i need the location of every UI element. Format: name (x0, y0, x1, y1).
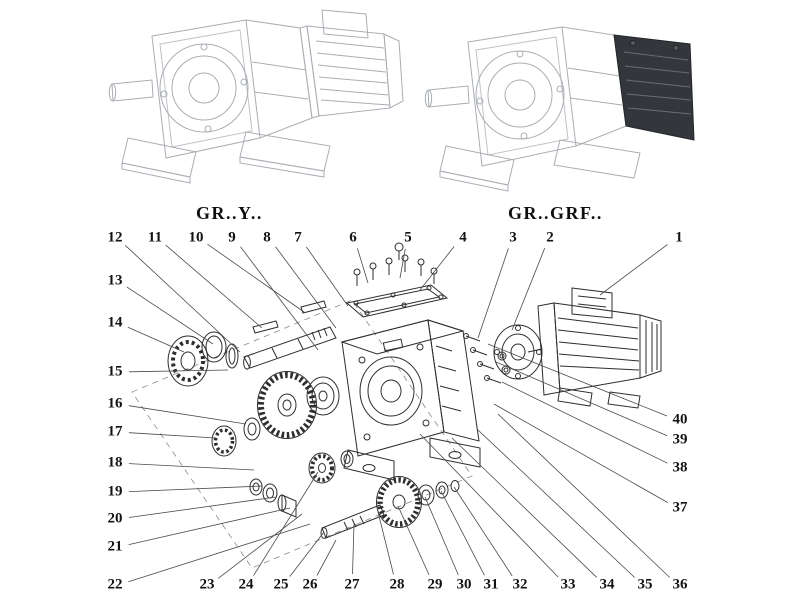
callout-26: 26 (302, 576, 318, 593)
callout-23: 23 (199, 576, 215, 593)
leader-line-11 (165, 244, 263, 329)
variant-label-gr-grf: GR..GRF.. (508, 203, 603, 223)
callout-18: 18 (107, 454, 123, 471)
leader-line-9 (240, 246, 319, 351)
leader-line-25 (289, 531, 325, 577)
leader-line-39 (495, 361, 668, 437)
callout-29: 29 (427, 576, 443, 593)
input-shaft (243, 326, 337, 370)
leader-line-12 (125, 245, 241, 353)
callout-33: 33 (560, 576, 576, 593)
leader-line-38 (501, 381, 668, 464)
callout-31: 31 (483, 576, 499, 593)
shaft-keys (252, 300, 327, 334)
callout-40: 40 (672, 411, 688, 428)
leader-line-22 (128, 523, 311, 583)
callout-36: 36 (672, 576, 688, 593)
callout-21: 21 (107, 538, 123, 555)
leader-line-33 (419, 433, 559, 578)
output-shaft-cluster (249, 450, 460, 539)
leader-line-19 (128, 485, 263, 492)
callout-4: 4 (459, 229, 467, 246)
leader-lines-layer (125, 243, 671, 583)
leader-line-7 (305, 246, 349, 307)
assembled-view-gr-y (108, 9, 404, 184)
leader-line-4 (419, 246, 455, 291)
leader-line-26 (316, 539, 337, 576)
callout-15: 15 (107, 363, 123, 380)
callout-32: 32 (512, 576, 528, 593)
motor-adapter-flange (493, 324, 543, 380)
callout-19: 19 (107, 483, 123, 500)
electric-motor (527, 287, 662, 409)
callout-25: 25 (273, 576, 289, 593)
callout-22: 22 (107, 576, 123, 593)
callout-2: 2 (546, 229, 554, 246)
intermediate-gear-set (211, 371, 340, 457)
leader-line-35 (477, 429, 635, 578)
leader-line-28 (377, 511, 394, 575)
callout-5: 5 (404, 229, 412, 246)
leader-line-10 (207, 243, 305, 313)
leader-line-3 (477, 248, 509, 339)
leader-line-27 (352, 523, 355, 575)
leader-line-20 (128, 496, 277, 518)
callout-10: 10 (188, 229, 204, 246)
callout-34: 34 (599, 576, 615, 593)
callout-28: 28 (389, 576, 405, 593)
callout-3: 3 (509, 229, 517, 246)
leader-line-23 (217, 513, 303, 579)
callout-12: 12 (107, 229, 123, 246)
callout-13: 13 (107, 272, 123, 289)
callout-16: 16 (107, 395, 123, 412)
leader-line-34 (451, 437, 598, 578)
variant-label-gr-y: GR..Y.. (196, 203, 263, 223)
leader-line-40 (487, 343, 668, 417)
leader-line-36 (497, 413, 671, 578)
leader-line-8 (275, 246, 337, 329)
construction-plane (131, 299, 473, 569)
callout-7: 7 (294, 229, 302, 246)
leader-line-21 (128, 507, 291, 545)
leader-line-1 (599, 244, 668, 296)
leader-line-37 (493, 403, 668, 503)
leader-line-24 (253, 471, 319, 576)
leader-line-6 (357, 248, 369, 284)
leader-line-32 (453, 486, 513, 577)
callout-14: 14 (107, 314, 123, 331)
callout-24: 24 (238, 576, 254, 593)
top-cover-and-screws (345, 242, 449, 318)
callout-8: 8 (263, 229, 271, 246)
leader-line-30 (424, 496, 459, 576)
callout-17: 17 (107, 423, 123, 440)
leader-line-2 (511, 248, 546, 331)
callout-37: 37 (672, 499, 688, 516)
leader-line-14 (127, 326, 185, 353)
assembled-view-gr-grf (424, 26, 695, 192)
callout-27: 27 (344, 576, 360, 593)
callout-6: 6 (349, 229, 357, 246)
callout-1: 1 (675, 229, 683, 246)
callout-11: 11 (147, 229, 163, 246)
callout-39: 39 (672, 431, 688, 448)
leader-line-5 (399, 248, 406, 279)
input-bearing-and-seals (167, 331, 239, 387)
callout-38: 38 (672, 459, 688, 476)
leader-line-18 (128, 463, 255, 471)
callout-9: 9 (228, 229, 236, 246)
leader-line-31 (440, 490, 485, 576)
leader-line-17 (128, 432, 217, 439)
callout-35: 35 (637, 576, 653, 593)
exploded-view (131, 242, 662, 569)
leader-line-29 (397, 505, 430, 576)
gear-housing (340, 319, 481, 481)
callout-20: 20 (107, 510, 123, 527)
leader-line-13 (126, 286, 214, 345)
leader-line-16 (128, 405, 247, 425)
callout-30: 30 (456, 576, 472, 593)
vent-plug (394, 242, 404, 252)
leader-line-15 (128, 369, 229, 373)
